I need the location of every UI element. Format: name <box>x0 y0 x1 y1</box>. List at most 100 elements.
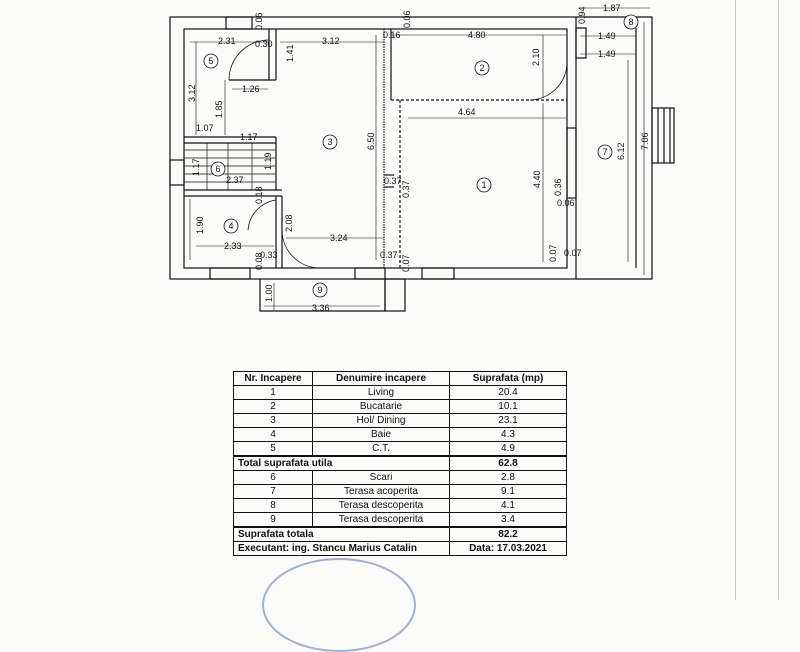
cell-name: Terasa descoperita <box>312 498 450 513</box>
table-row: 1 Living 20.4 <box>233 385 567 400</box>
total-util-row: Total suprafata utila 62.8 <box>233 455 567 471</box>
table-row: 7 Terasa acoperita 9.1 <box>233 484 567 499</box>
dim-text: 0.37 <box>380 250 398 260</box>
room-number-1: 1 <box>476 177 492 193</box>
dim-text: 0.06 <box>402 10 412 28</box>
dim-text: 3.12 <box>187 84 197 102</box>
cell-nr: 5 <box>233 441 313 457</box>
room-number-9: 9 <box>312 282 328 298</box>
svg-text:5: 5 <box>208 56 213 66</box>
dim-text: 0.37 <box>384 176 402 186</box>
table-row: 2 Bucatarie 10.1 <box>233 399 567 414</box>
cell-nr: 2 <box>233 399 313 414</box>
cell-name: Baie <box>312 427 450 442</box>
cell-nr: 9 <box>233 512 313 528</box>
dim-text: 2.31 <box>218 36 236 46</box>
dim-text: 0.30 <box>255 39 273 49</box>
cell-nr: 3 <box>233 413 313 428</box>
dim-text: 0.07 <box>564 248 582 258</box>
dim-text: 6.50 <box>366 132 376 150</box>
dim-text: 2.37 <box>226 175 244 185</box>
table-row: 4 Baie 4.3 <box>233 427 567 442</box>
svg-text:1: 1 <box>481 180 486 190</box>
cell-area: 2.8 <box>449 470 567 485</box>
dimension-texts: 2.31 0.30 0.06 3.12 1.41 0.16 0.06 4.80 … <box>187 3 650 313</box>
room-number-8: 8 <box>623 14 639 30</box>
room-number-7: 7 <box>597 144 613 160</box>
total-label: Suprafata totala <box>233 526 450 542</box>
total-row: Suprafata totala 82.2 <box>233 526 567 542</box>
dim-text: 7.06 <box>640 132 650 150</box>
dim-text: 4.80 <box>468 30 486 40</box>
room-number-4: 4 <box>223 218 239 234</box>
dim-text: 1.87 <box>603 3 621 13</box>
dim-text: 1.49 <box>598 31 616 41</box>
floor-plan: 1 2 3 4 5 6 7 8 9 2.31 0.30 0.06 3.12 1.… <box>169 3 675 313</box>
cell-nr: 1 <box>233 385 313 400</box>
dim-text: 1.17 <box>240 132 258 142</box>
cell-name: Living <box>312 385 450 400</box>
cell-nr: 4 <box>233 427 313 442</box>
dim-text: 0.16 <box>383 30 401 40</box>
dim-text: 1.41 <box>285 44 295 62</box>
total-util-value: 62.8 <box>449 455 567 471</box>
dim-text: 0.36 <box>553 178 563 196</box>
dim-text: 3.36 <box>312 303 330 313</box>
dim-text: 1.17 <box>191 158 201 176</box>
cell-name: Terasa descoperita <box>312 512 450 528</box>
dim-text: 1.90 <box>195 216 205 234</box>
header-room-name: Denumire incapere <box>312 371 450 386</box>
dim-text: 1.26 <box>242 84 260 94</box>
cell-area: 4.1 <box>449 498 567 513</box>
cell-name: Terasa acoperita <box>312 484 450 499</box>
cell-name: Hol/ Dining <box>312 413 450 428</box>
signature-row: Executant: ing. Stancu Marius Catalin Da… <box>233 541 567 556</box>
dim-text: 0.06 <box>254 12 264 30</box>
cell-nr: 7 <box>233 484 313 499</box>
cell-name: Scari <box>312 470 450 485</box>
dim-text: 0.33 <box>260 250 278 260</box>
dim-text: 2.10 <box>531 48 541 66</box>
svg-text:2: 2 <box>479 63 484 73</box>
header-area: Suprafata (mp) <box>449 371 567 386</box>
date-label: Data: 17.03.2021 <box>449 541 567 556</box>
plan-walls <box>169 16 675 312</box>
room-number-5: 5 <box>203 53 219 69</box>
svg-text:3: 3 <box>327 137 332 147</box>
dim-text: 3.24 <box>330 233 348 243</box>
cell-area: 4.9 <box>449 441 567 457</box>
dim-text: 4.40 <box>532 170 542 188</box>
sheet-edge-line <box>735 0 736 600</box>
table-row: 9 Terasa descoperita 3.4 <box>233 512 567 528</box>
svg-text:4: 4 <box>228 221 233 231</box>
table-row: 6 Scari 2.8 <box>233 470 567 485</box>
dim-text: 4.64 <box>458 107 476 117</box>
room-number-6: 6 <box>210 161 226 177</box>
total-util-label: Total suprafata utila <box>233 455 450 471</box>
cell-area: 10.1 <box>449 399 567 414</box>
dim-text: 1.85 <box>214 100 224 118</box>
dim-text: 0.08 <box>254 252 264 270</box>
dim-text: 2.08 <box>284 214 294 232</box>
dim-text: 1.07 <box>196 123 214 133</box>
dim-text: 3.12 <box>322 36 340 46</box>
svg-text:6: 6 <box>215 164 220 174</box>
dim-text: 0.06 <box>557 198 575 208</box>
cell-area: 20.4 <box>449 385 567 400</box>
dim-text: 2.33 <box>224 241 242 251</box>
certification-stamp <box>262 558 416 652</box>
svg-text:8: 8 <box>628 17 633 27</box>
dim-text: 0.07 <box>401 254 411 272</box>
header-room-number: Nr. Incapere <box>233 371 313 386</box>
room-number-labels: 1 2 3 4 5 6 7 8 9 <box>203 14 639 298</box>
total-value: 82.2 <box>449 526 567 542</box>
dim-text: 1.49 <box>598 49 616 59</box>
table-header-row: Nr. Incapere Denumire incapere Suprafata… <box>233 371 567 386</box>
dim-text: 0.07 <box>548 244 558 262</box>
area-schedule-table: Nr. Incapere Denumire incapere Suprafata… <box>233 371 567 556</box>
dim-text: 1.19 <box>263 152 273 170</box>
cell-name: Bucatarie <box>312 399 450 414</box>
room-number-2: 2 <box>474 60 490 76</box>
dimension-lines <box>189 7 650 310</box>
cell-area: 4.3 <box>449 427 567 442</box>
